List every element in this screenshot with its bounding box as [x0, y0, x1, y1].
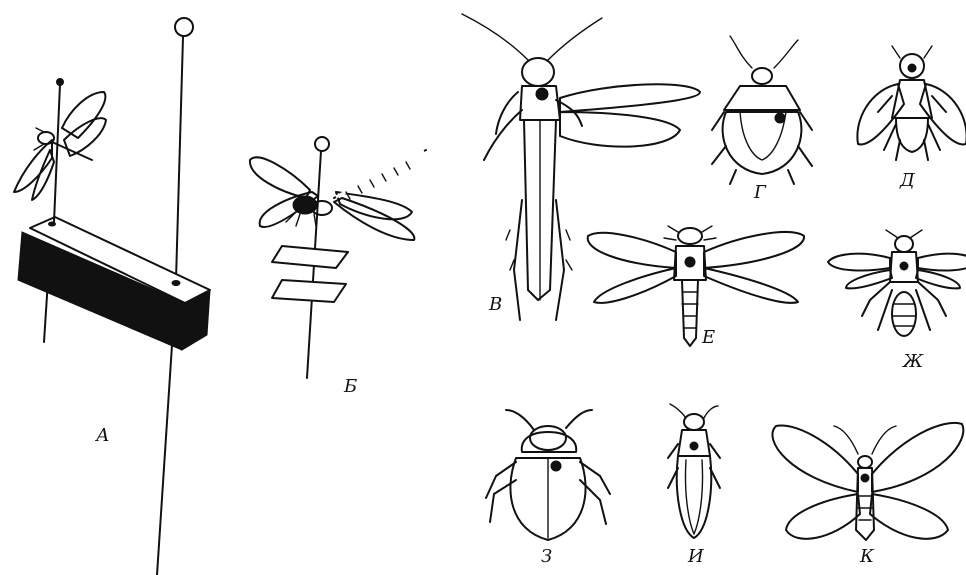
- figure-k-butterfly: [772, 423, 963, 540]
- label-i: И: [688, 548, 704, 566]
- label-a: А: [96, 427, 110, 445]
- upper-label-card: [272, 246, 348, 268]
- figure-i-cicada: [668, 404, 720, 538]
- label-zh: Ж: [903, 353, 923, 371]
- label-z: З: [541, 548, 552, 566]
- figure-d-fly: [857, 46, 966, 160]
- label-g: Г: [754, 184, 766, 202]
- figure-z-beetle: [486, 410, 610, 540]
- label-k: К: [860, 548, 874, 566]
- figure-g-shield-bug: [712, 36, 812, 184]
- figure-zh-wasp: [828, 230, 966, 336]
- figure-v-grasshopper: [462, 14, 700, 320]
- small-dragonfly: [14, 79, 106, 223]
- label-b: Б: [344, 378, 357, 396]
- label-d: Д: [900, 172, 915, 190]
- label-e: Е: [702, 329, 715, 347]
- figure-a-pinning-block: [14, 18, 210, 575]
- figure-b-pinned-dragonfly: [250, 137, 426, 378]
- label-v: В: [489, 296, 502, 314]
- lower-label-card: [272, 280, 346, 302]
- figure-e-dragonfly: [588, 226, 804, 346]
